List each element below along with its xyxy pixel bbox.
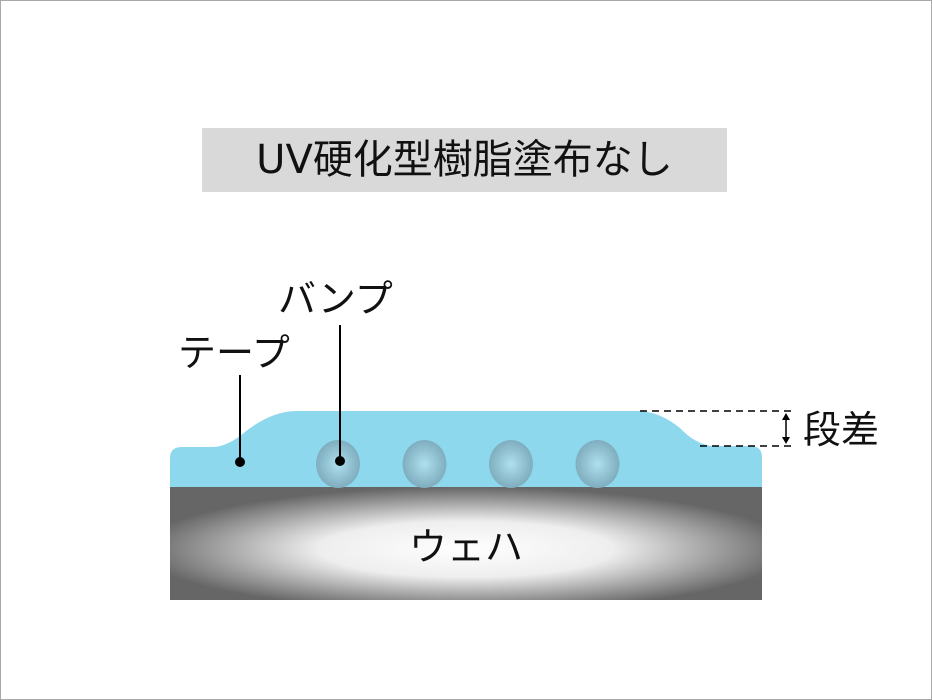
diagram-title: UV硬化型樹脂塗布なし bbox=[202, 128, 727, 192]
bump bbox=[575, 440, 620, 488]
bump bbox=[402, 440, 447, 488]
bump-leader-dot bbox=[335, 456, 345, 466]
step-label: 段差 bbox=[803, 408, 879, 452]
tape-leader-dot bbox=[235, 457, 245, 467]
tape-label: テープ bbox=[178, 331, 290, 375]
step-arrow-icon bbox=[782, 413, 790, 444]
bump-label: バンプ bbox=[278, 277, 393, 321]
tape bbox=[170, 411, 762, 487]
wafer bbox=[170, 487, 762, 600]
bump bbox=[489, 440, 533, 488]
wafer-label: ウェハ bbox=[409, 525, 523, 569]
